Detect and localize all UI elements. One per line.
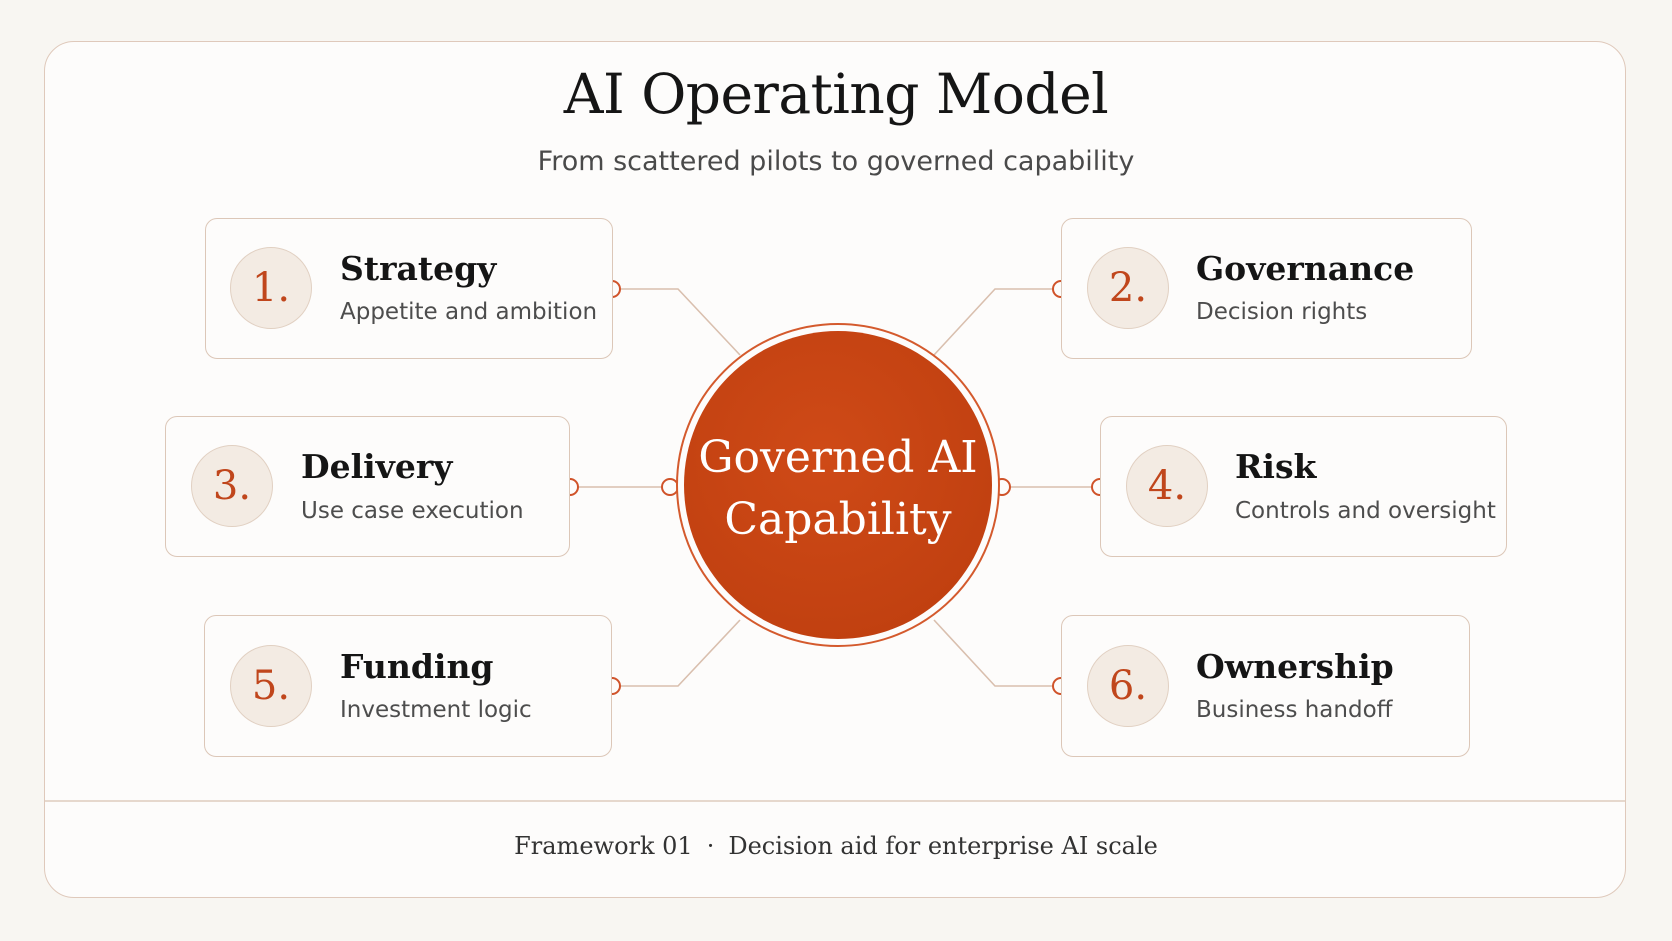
node-number: 5. — [230, 645, 312, 727]
hub-label: Governed AI Capability — [698, 421, 977, 549]
node-title: Strategy — [340, 249, 497, 288]
node-number: 4. — [1126, 445, 1208, 527]
connector-funding — [612, 619, 741, 687]
footer-label: Framework 01 — [514, 832, 693, 860]
node-strategy: 1. Strategy Appetite and ambition — [205, 218, 613, 359]
node-number: 6. — [1087, 645, 1169, 727]
node-governance: 2. Governance Decision rights — [1061, 218, 1472, 359]
node-funding: 5. Funding Investment logic — [204, 615, 612, 757]
node-subtitle: Investment logic — [340, 697, 532, 723]
node-subtitle: Controls and oversight — [1235, 498, 1496, 524]
node-title: Risk — [1235, 447, 1317, 486]
node-subtitle: Business handoff — [1196, 697, 1393, 723]
node-subtitle: Decision rights — [1196, 299, 1368, 325]
node-subtitle: Use case execution — [301, 498, 524, 524]
footer-separator: · — [706, 832, 715, 860]
node-title: Funding — [340, 647, 494, 686]
node-number: 1. — [230, 247, 312, 329]
node-number: 3. — [191, 445, 273, 527]
connector-strategy — [612, 288, 741, 356]
node-title: Governance — [1196, 249, 1415, 288]
node-ownership: 6. Ownership Business handoff — [1061, 615, 1470, 757]
footer-divider — [45, 800, 1625, 802]
connector-ownership — [933, 619, 1061, 687]
footer-description: Decision aid for enterprise AI scale — [728, 832, 1158, 860]
node-number: 2. — [1087, 247, 1169, 329]
node-subtitle: Appetite and ambition — [340, 299, 598, 325]
page-subtitle: From scattered pilots to governed capabi… — [537, 146, 1135, 177]
node-title: Ownership — [1196, 647, 1394, 686]
hub-label-line-1: Governed AI — [698, 432, 978, 483]
connector-governance — [933, 288, 1061, 356]
hub-circle: Governed AI Capability — [684, 331, 992, 639]
page-title: AI Operating Model — [563, 62, 1109, 126]
hub-label-line-2: Capability — [724, 494, 952, 545]
node-risk: 4. Risk Controls and oversight — [1100, 416, 1507, 557]
node-delivery: 3. Delivery Use case execution — [165, 416, 570, 557]
node-title: Delivery — [301, 447, 453, 486]
footer: Framework 01 · Decision aid for enterprise… — [0, 832, 1672, 860]
